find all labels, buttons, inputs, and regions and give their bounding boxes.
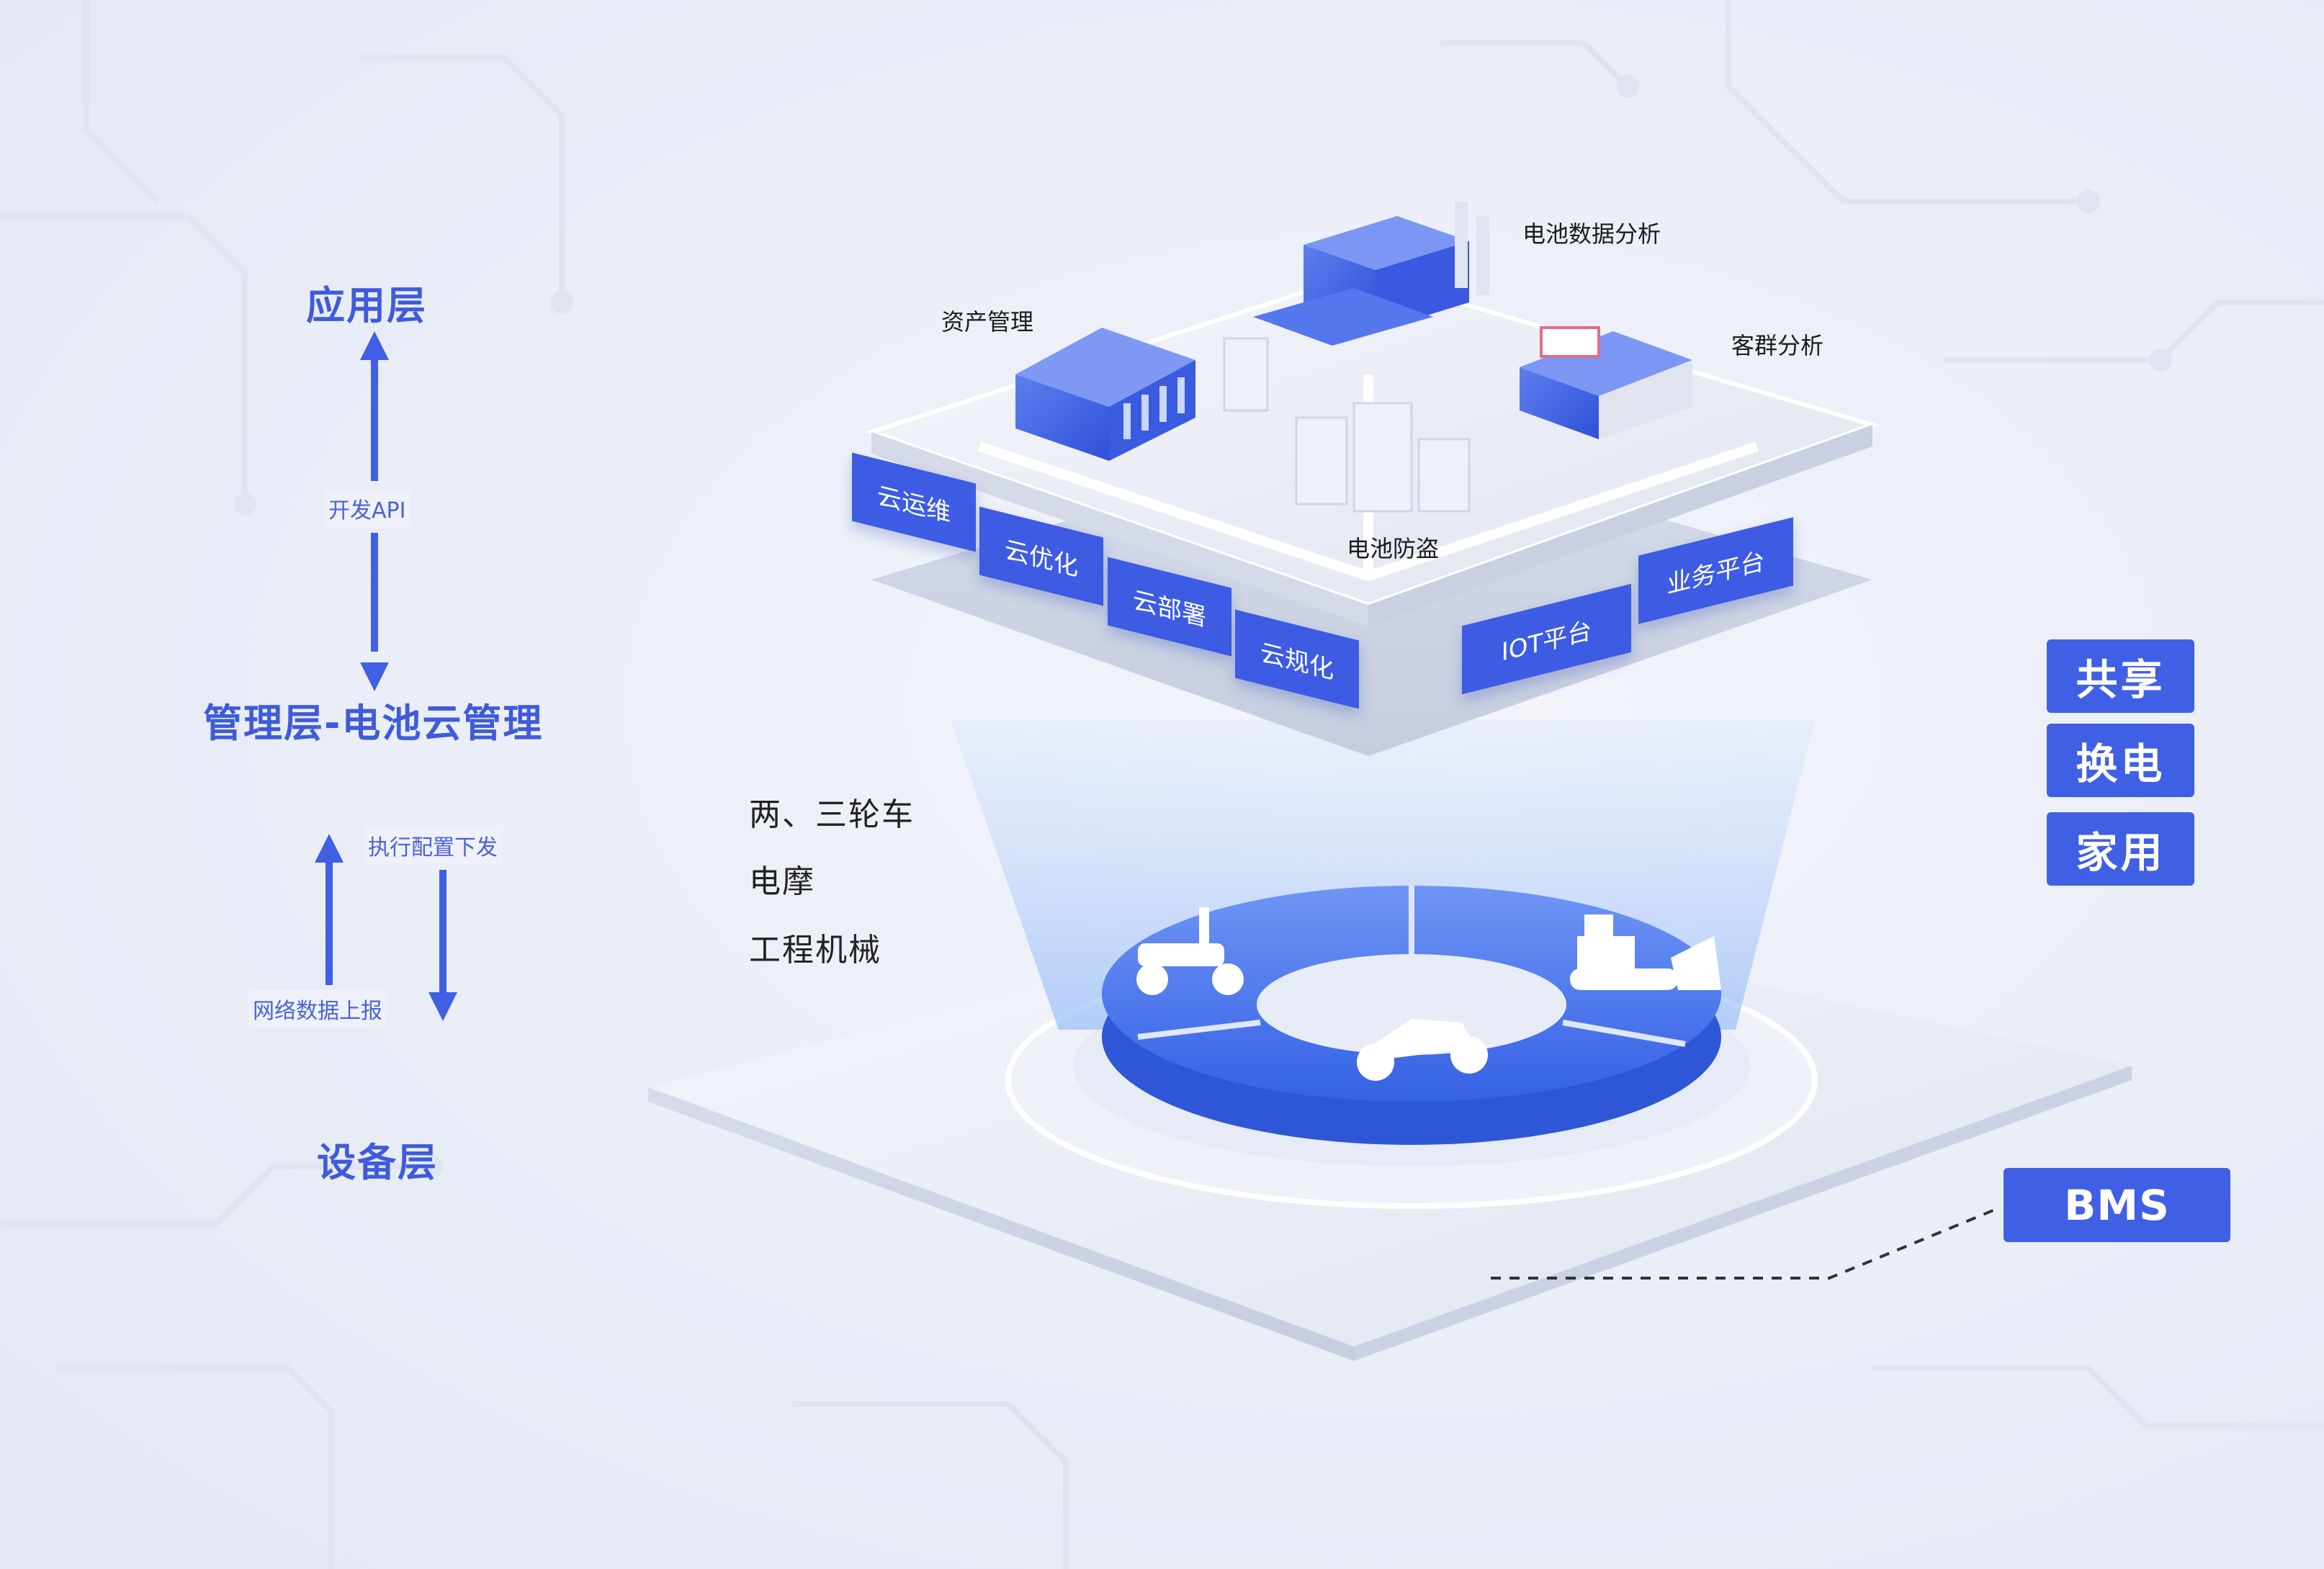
vehicle-ring <box>1102 886 1721 1145</box>
asset-building <box>1015 328 1195 461</box>
bidirectional-arrow <box>360 331 389 691</box>
badge-swap: 换电 <box>2047 724 2194 797</box>
badge-home: 家用 <box>2047 812 2194 886</box>
bulldozer-icon <box>1570 914 1721 990</box>
scooter-icon <box>1136 907 1244 995</box>
shop-building <box>1520 326 1692 439</box>
mgmt-layer-label: 管理层-电池云管理 <box>203 701 544 746</box>
caption-customer: 客群分析 <box>1731 332 1824 359</box>
app-layer-label: 应用层 <box>306 283 427 328</box>
badge-sharing: 共享 <box>2047 639 2194 713</box>
bms-leader-line <box>1491 1208 1996 1280</box>
exec-config-label: 执行配置下发 <box>364 827 502 864</box>
down-arrow <box>429 870 457 1021</box>
category-e-motorcycle: 电摩 <box>749 863 815 900</box>
motorcycle-icon <box>1357 1019 1488 1081</box>
up-arrow <box>315 834 344 985</box>
device-layer-label: 设备层 <box>317 1140 438 1185</box>
dev-api-label: 开发API <box>324 490 410 527</box>
net-report-label: 网络数据上报 <box>248 990 387 1028</box>
caption-anti-theft: 电池防盗 <box>1347 535 1440 562</box>
bms-badge: BMS <box>2004 1168 2230 1242</box>
top-platform <box>864 271 1880 756</box>
category-construction: 工程机械 <box>749 932 881 968</box>
caption-asset: 资产管理 <box>941 308 1034 336</box>
factory-building <box>1253 202 1489 346</box>
caption-battery-analysis: 电池数据分析 <box>1522 220 1661 248</box>
office-buildings <box>1223 337 1471 513</box>
category-2-3-wheelers: 两、三轮车 <box>749 796 915 833</box>
